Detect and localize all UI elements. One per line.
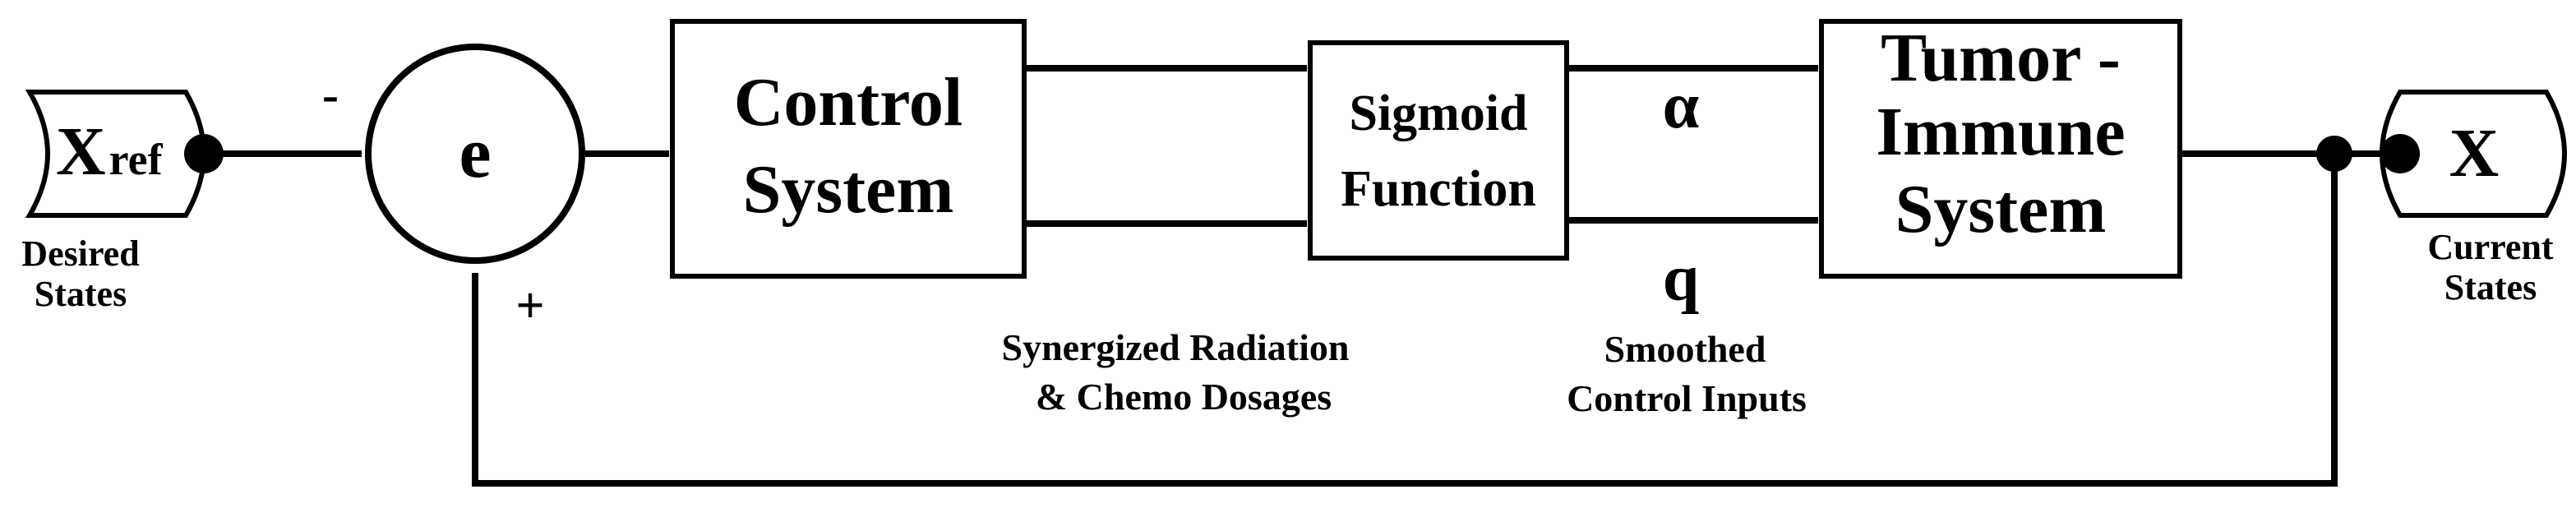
smoothed-label-line2: Control Inputs	[1567, 377, 1807, 419]
control-system-block	[670, 19, 1027, 279]
plus-sign: +	[515, 278, 544, 334]
q-signal-label: q	[1663, 242, 1700, 315]
desired-states-label-line1: Desired	[21, 233, 139, 274]
current-states-label-line1: Current	[2427, 227, 2554, 267]
tumor-immune-system-block	[1819, 19, 2182, 279]
dosage-label-line2: & Chemo Dosages	[1036, 376, 1332, 418]
output-node-dot	[2380, 134, 2420, 173]
output-terminal-shape	[2379, 90, 2568, 218]
dosage-label-line1: Synergized Radiation	[1002, 326, 1350, 368]
tumor-label-line2: Immune	[1876, 94, 2125, 170]
control-system-label-line2: System	[743, 151, 954, 228]
reference-input-terminal: Xref	[25, 90, 207, 218]
feedback-path-arrow	[472, 154, 2338, 487]
alpha-signal-label: α	[1663, 70, 1700, 142]
desired-states-label-line2: States	[35, 274, 127, 314]
current-states-label-line2: States	[2444, 267, 2537, 307]
control-system-label-line1: Control	[734, 64, 963, 141]
sigmoid-label-line2: Function	[1341, 161, 1536, 217]
tumor-label-line1: Tumor -	[1881, 20, 2121, 96]
sigmoid-function-block	[1308, 40, 1569, 261]
output-symbol: X	[2449, 115, 2500, 192]
minus-sign: -	[322, 67, 339, 122]
output-terminal: X	[2379, 90, 2568, 218]
reference-input-shape	[25, 90, 207, 218]
reference-symbol: Xref	[56, 113, 164, 190]
sigmoid-label-line1: Sigmoid	[1349, 85, 1527, 141]
error-symbol: e	[459, 113, 491, 193]
tumor-label-line3: System	[1895, 171, 2107, 247]
smoothed-label-line1: Smoothed	[1604, 328, 1766, 370]
